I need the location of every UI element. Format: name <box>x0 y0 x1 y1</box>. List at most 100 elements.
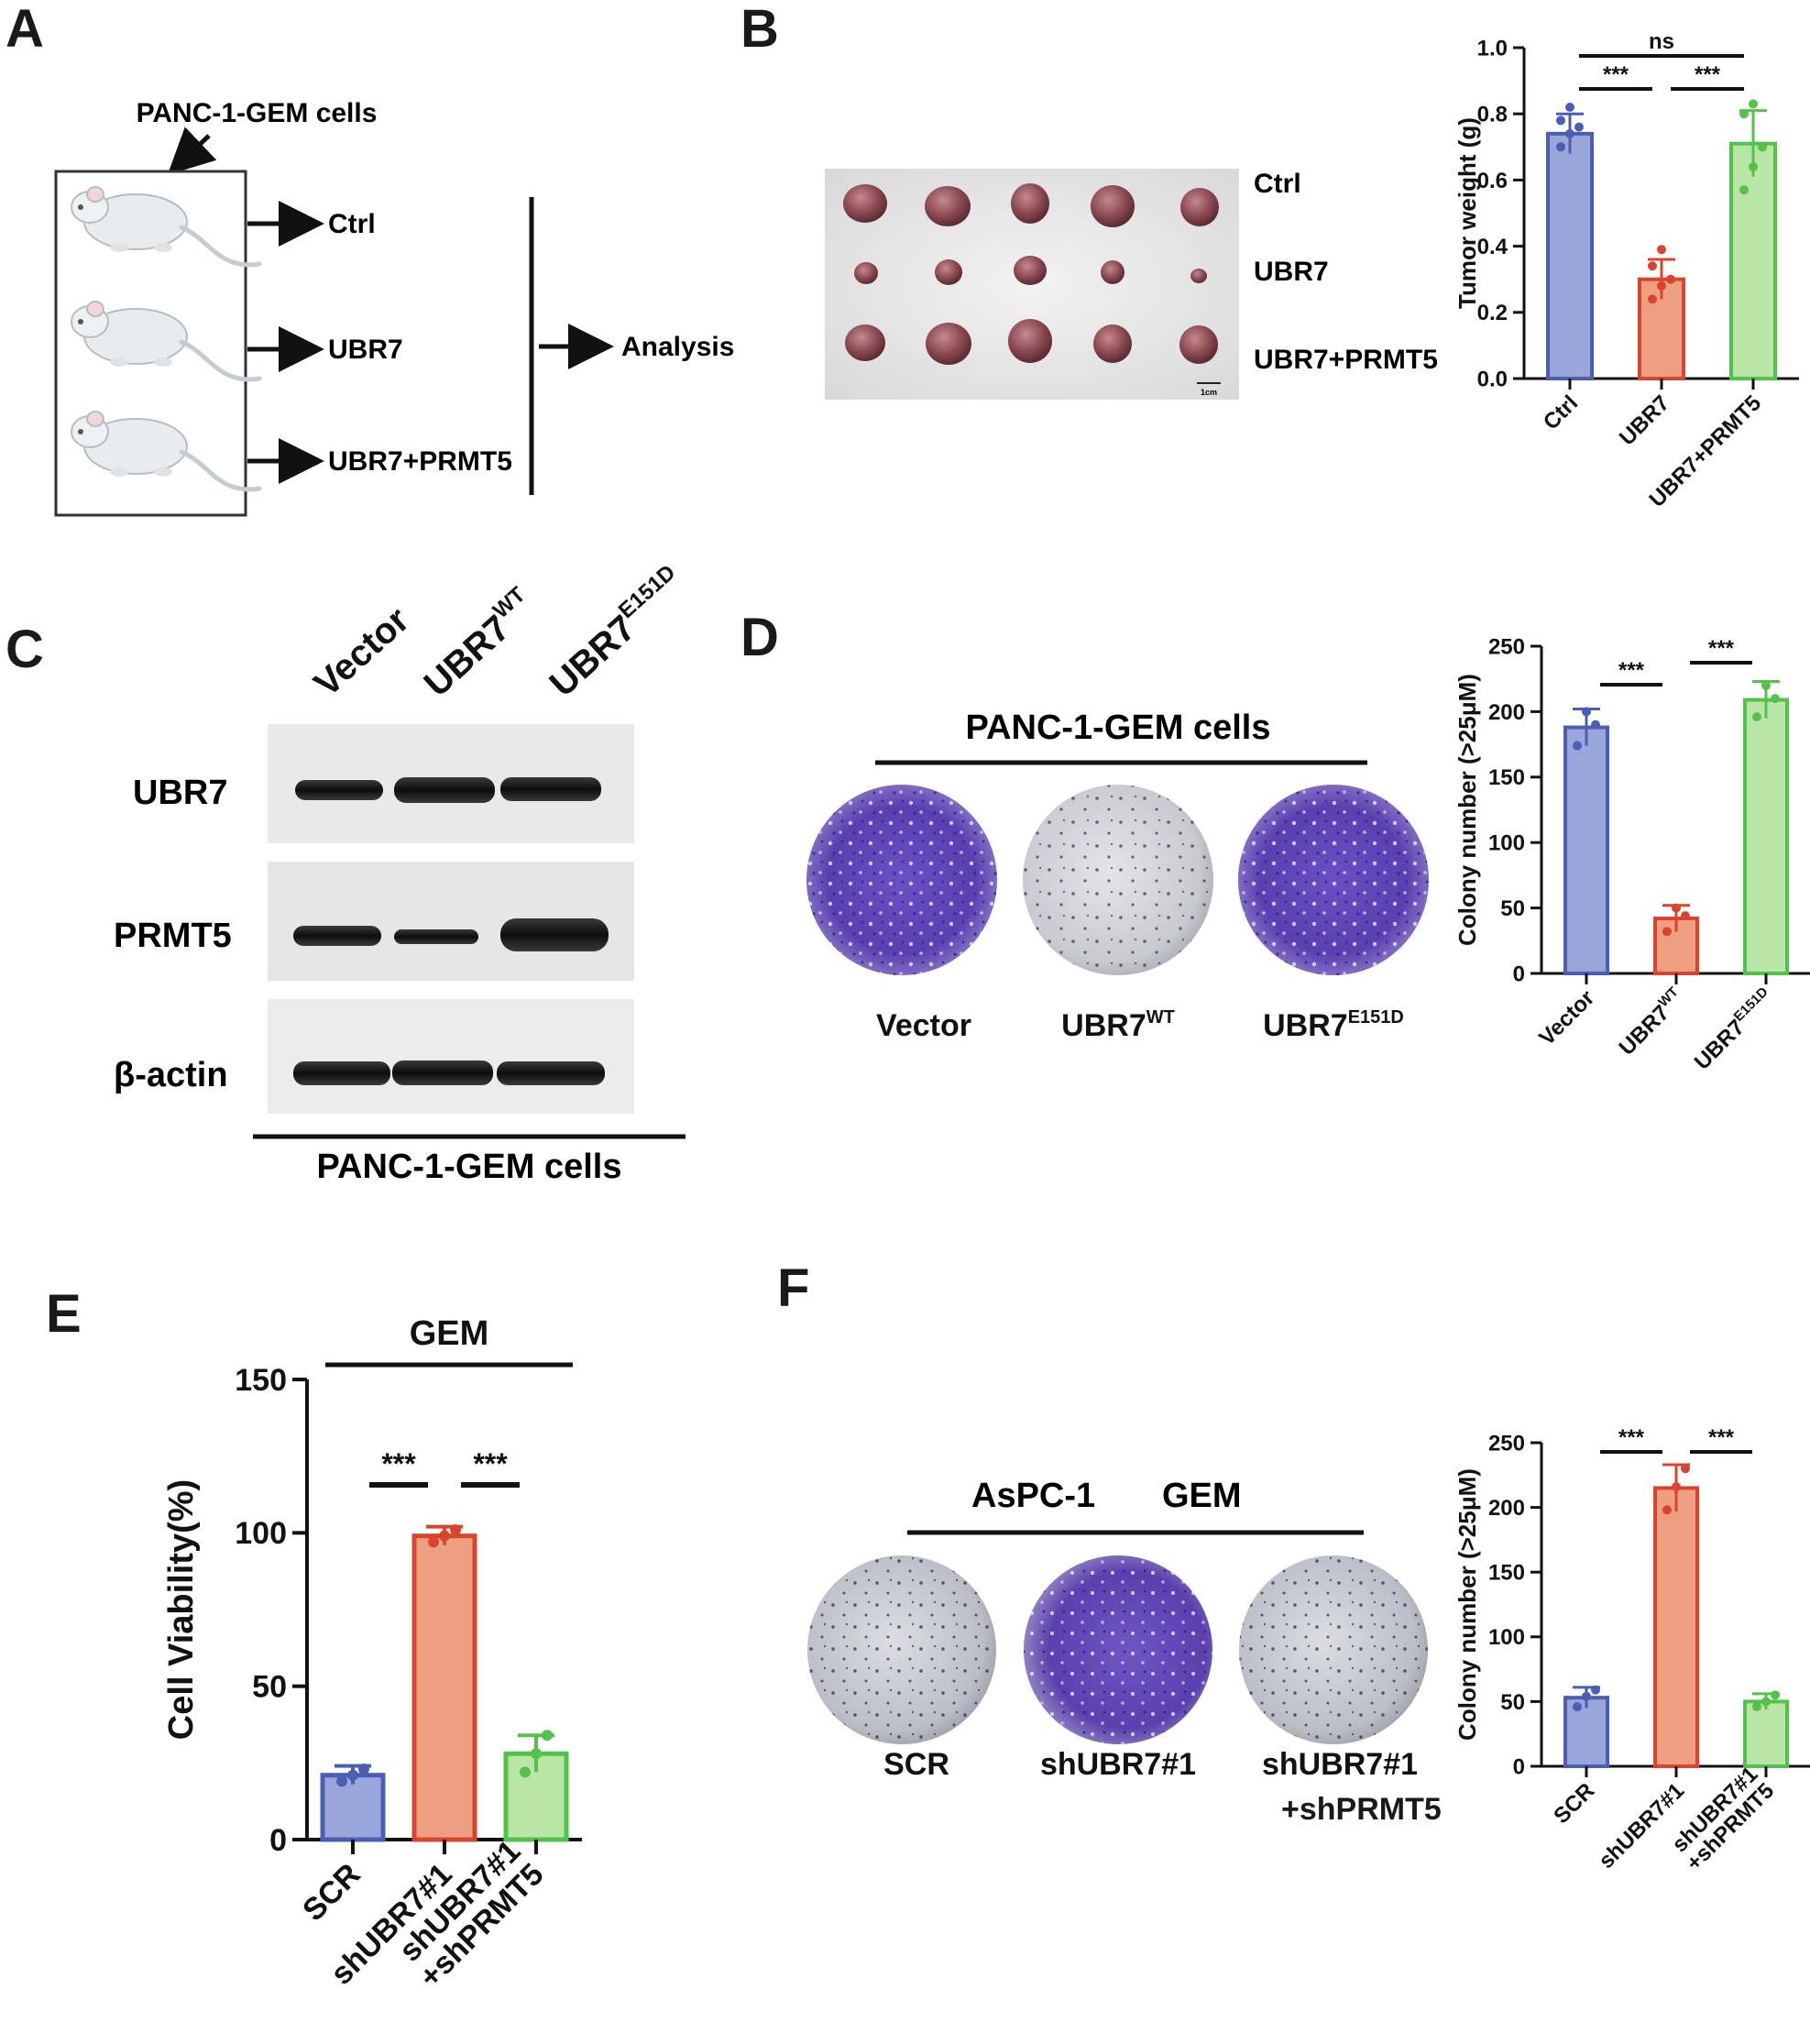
y-tick-label: 0 <box>1513 1754 1525 1779</box>
data-point <box>1739 185 1749 195</box>
data-point <box>358 1764 369 1775</box>
data-point <box>1749 161 1758 171</box>
data-point <box>1758 142 1767 152</box>
data-point <box>1662 927 1672 937</box>
band-actin-wt <box>392 1060 493 1085</box>
data-point <box>1565 102 1574 112</box>
lane-label-ubr7-wt: UBR7WT <box>414 582 543 705</box>
data-point <box>1749 99 1758 109</box>
x-tick-label: shUBR7#1+shPRMT5 <box>1665 1762 1779 1875</box>
y-tick-label: 0.6 <box>1477 169 1508 193</box>
x-tick-label: UBR7WT <box>1614 984 1689 1060</box>
data-point <box>531 1748 542 1760</box>
significance-label: *** <box>1603 62 1629 87</box>
panel-f-header-line: AsPC-1 <box>971 1477 1095 1515</box>
blot-row-label-ubr7: UBR7 <box>133 774 227 812</box>
data-point <box>1672 903 1681 913</box>
panel-c-letter: C <box>5 620 44 679</box>
band-actin-vector <box>293 1061 390 1085</box>
y-tick-label: 200 <box>1488 1496 1525 1521</box>
data-point <box>1573 741 1582 751</box>
y-tick-label: 100 <box>1488 1625 1525 1650</box>
western-blot-panel: Vector UBR7WT UBR7E151D UBR7 PRMT5 β-act… <box>114 560 686 1186</box>
data-point <box>1657 245 1666 255</box>
band-ubr7-vector <box>295 780 383 800</box>
data-point <box>1681 911 1690 921</box>
data-point <box>1648 294 1657 304</box>
tumor-row-ubr7-prmt5 <box>845 319 1218 365</box>
error-bar <box>1648 258 1675 300</box>
y-axis-label: Colony number (>25μM) <box>1453 674 1481 946</box>
y-tick-label: 50 <box>1500 896 1525 921</box>
data-point <box>1666 274 1675 284</box>
data-point <box>450 1523 461 1535</box>
data-point <box>1574 122 1584 132</box>
x-tick-label: shUBR7#1 <box>1594 1778 1689 1874</box>
bar <box>320 1773 386 1842</box>
data-point <box>428 1536 439 1548</box>
data-point <box>439 1530 450 1542</box>
significance-label: *** <box>1695 62 1721 87</box>
dish-label-vector: Vector <box>876 1008 971 1043</box>
lane-label-vector: Vector <box>307 599 417 705</box>
y-tick-label: 0.2 <box>1477 301 1508 325</box>
tumor-row-ubr7 <box>854 256 1207 285</box>
x-tick-label: Vector <box>1534 985 1599 1050</box>
y-tick-label: 150 <box>1488 1561 1525 1586</box>
band-prmt5-vector <box>293 926 381 946</box>
data-point <box>1752 1702 1761 1712</box>
group-label-ctrl: Ctrl <box>328 209 376 239</box>
bar <box>1546 131 1594 381</box>
colony-dishes-d: PANC-1-GEM cells Vector UBR7WT UBR7E151D <box>806 709 1429 1043</box>
band-actin-e151d <box>497 1061 605 1085</box>
y-tick-label: 0 <box>269 1823 287 1858</box>
dish-label-shubr7-line1: shUBR7#1 <box>1262 1747 1418 1782</box>
data-point <box>1556 115 1565 126</box>
bar <box>1743 1699 1789 1768</box>
significance-label: *** <box>1618 1425 1645 1450</box>
y-tick-label: 250 <box>1488 1431 1525 1456</box>
data-point <box>1771 1690 1780 1700</box>
data-point <box>1662 1505 1672 1515</box>
y-tick-label: 0.0 <box>1477 367 1508 391</box>
group-label-ubr7: UBR7 <box>328 335 403 365</box>
data-point <box>520 1766 531 1778</box>
y-tick-label: 0.4 <box>1477 235 1508 259</box>
significance-label: ns <box>1649 29 1674 54</box>
y-tick-label: 250 <box>1488 634 1525 659</box>
data-point <box>1648 261 1657 271</box>
y-tick-label: 200 <box>1488 700 1525 725</box>
y-tick-label: 150 <box>1488 765 1525 790</box>
colony-dishes-f: AsPC-1 GEM SCR shUBR7#1 shUBR7#1 <box>807 1477 1428 1782</box>
panel-d-letter: D <box>740 608 779 667</box>
panel-b-letter: B <box>740 0 779 59</box>
y-tick-label: 0.8 <box>1477 103 1508 127</box>
band-prmt5-wt <box>394 929 478 944</box>
lane-label-ubr7-e151d: UBR7E151D <box>540 560 694 705</box>
panel-f-letter: F <box>777 1258 810 1318</box>
dish-label-shprmt5-line2: +shPRMT5 <box>1281 1792 1442 1827</box>
data-point <box>1761 1697 1771 1707</box>
x-tick-label: UBR7 <box>1615 390 1674 450</box>
analysis-label: Analysis <box>621 332 734 362</box>
significance-label: *** <box>1618 658 1645 683</box>
band-ubr7-wt <box>394 777 495 803</box>
data-point <box>542 1730 553 1742</box>
data-point <box>1739 109 1749 119</box>
photo-row-label-ubr7-prmt5: UBR7+PRMT5 <box>1254 345 1438 375</box>
data-point <box>1582 707 1591 717</box>
data-point <box>1582 1691 1591 1701</box>
data-point <box>347 1769 358 1781</box>
blot-membrane-actin <box>268 999 634 1114</box>
bar <box>411 1533 477 1842</box>
panel-c-cells-label: PANC-1-GEM cells <box>317 1148 622 1186</box>
bar <box>1653 1486 1699 1768</box>
data-point <box>1761 680 1771 690</box>
dish-label-ubr7-e151d: UBR7E151D <box>1263 1007 1404 1043</box>
group-label-ubr7-prmt5: UBR7+PRMT5 <box>328 446 512 477</box>
y-axis-label: Colony number (>25μM) <box>1453 1468 1481 1741</box>
significance-label: *** <box>473 1447 508 1480</box>
panel-e-letter: E <box>46 1284 82 1344</box>
dish-label-ubr7-wt: UBR7WT <box>1061 1007 1175 1043</box>
